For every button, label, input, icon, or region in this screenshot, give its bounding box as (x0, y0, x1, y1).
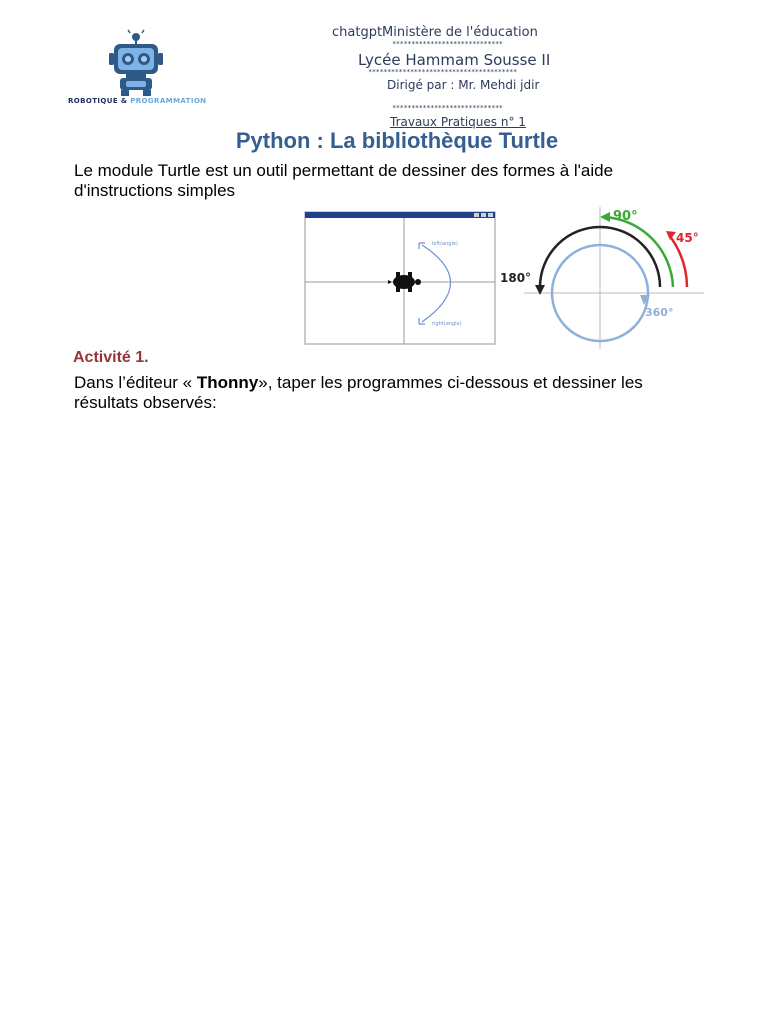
angle-90-label: 90° (613, 209, 638, 224)
right-angle-caption: right(angle) (432, 321, 462, 327)
robot-icon (109, 29, 163, 96)
director-line: Dirigé par : Mr. Mehdi jdir (387, 78, 540, 92)
angle-45-label: 45° (676, 231, 699, 245)
page-title: Python : La bibliothèque Turtle (235, 128, 559, 153)
logo: ROBOTIQUE & PROGRAMMATION (66, 26, 212, 112)
ministry-line: chatgptMinistère de l'éducation (332, 25, 538, 40)
left-angle-caption: left(angle) (432, 241, 458, 247)
instruction-paragraph: Dans l’éditeur « Thonny», taper les prog… (74, 373, 694, 413)
tp-number: Travaux Pratiques n° 1 (390, 115, 526, 129)
turtle-icon (388, 272, 421, 292)
activity-heading: Activité 1. (73, 349, 149, 366)
school-name: Lycée Hammam Sousse II (358, 51, 551, 69)
intro-paragraph: Le module Turtle est un outil permettant… (74, 161, 614, 200)
angle-180-label: 180° (500, 271, 531, 285)
instruction-text-before: Dans l’éditeur « (74, 373, 197, 392)
logo-text-part2: PROGRAMMATION (130, 97, 207, 105)
instruction-text-after: », taper les programmes ci-dessous et de… (74, 373, 643, 412)
separator-stars: *************************************** (368, 68, 517, 76)
angle-360-label: 360° (645, 306, 673, 319)
turtle-angles-figure: left(angle) right(angle) (304, 207, 706, 349)
logo-text: ROBOTIQUE & PROGRAMMATION (68, 97, 212, 105)
editor-name: Thonny (196, 373, 259, 392)
separator-stars: ***************************** (392, 104, 503, 112)
angle-diagram: 90° 45° 180° 360° (500, 207, 704, 349)
logo-text-part1: ROBOTIQUE & (68, 97, 128, 105)
turtle-window-screenshot: left(angle) right(angle) (304, 211, 496, 345)
separator-stars: ***************************** (392, 40, 503, 48)
